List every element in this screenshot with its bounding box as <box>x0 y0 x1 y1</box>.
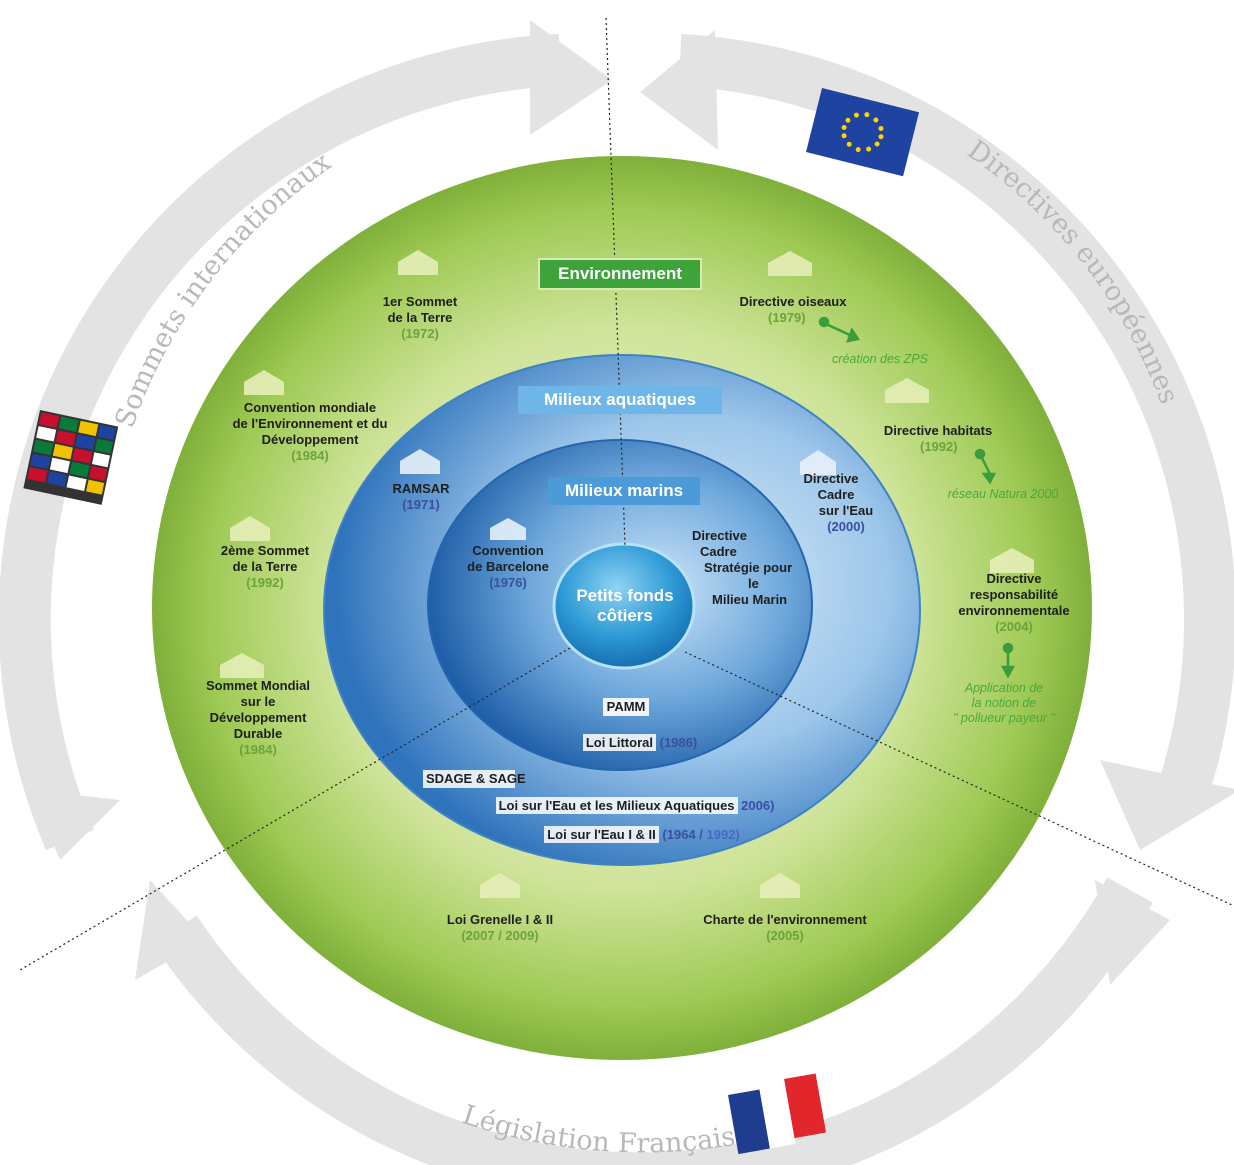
habitats-note: réseau Natura 2000 <box>947 487 1059 501</box>
marine-title: Milieux marins <box>548 477 700 505</box>
pamm-label: PAMM <box>603 698 649 716</box>
note-arrows <box>818 316 1016 679</box>
littoral-year: (1986) <box>659 735 698 750</box>
convention-world-line1: Convention mondiale <box>243 400 377 415</box>
barcelona-label: Convention de Barcelone (1976) <box>448 543 568 591</box>
summit1-year: (1972) <box>401 326 439 341</box>
barcelona-line2: de Barcelone <box>467 559 549 574</box>
ramsar-line1: RAMSAR <box>392 481 450 496</box>
environment-title: Environnement <box>538 258 702 290</box>
summit1-label: 1er Sommet de la Terre (1972) <box>360 294 480 342</box>
core-title-line1: Petits fonds <box>576 586 674 605</box>
water-framework-label: Directive Cadre sur l'Eau (2000) <box>776 471 886 535</box>
responsibility-note: Application de la notion de " pollueur p… <box>934 681 1074 726</box>
international-flags-icon <box>23 410 119 505</box>
divider-lines <box>19 17 1233 971</box>
aquatic-title: Milieux aquatiques <box>518 386 722 414</box>
convention-world-line2: de l'Environnement et du <box>232 416 388 431</box>
barcelona-year: (1976) <box>489 575 527 590</box>
world-summit-line4: Durable <box>233 726 283 741</box>
charter-line1: Charte de l'environnement <box>703 912 867 927</box>
water-law-year2: 1992) <box>706 827 740 842</box>
water-framework-line3: sur l'Eau <box>818 503 874 518</box>
core-disc <box>552 542 696 670</box>
littoral-label: Loi Littoral (1986) <box>570 734 710 751</box>
arrowheads <box>30 20 1234 985</box>
birds-label: Directive oiseaux (1979) <box>728 294 858 326</box>
summit1-line1: 1er Sommet <box>382 294 458 309</box>
responsibility-note-line3: " pollueur payeur " <box>953 711 1055 725</box>
responsibility-label: Directive responsabilité environnemental… <box>944 571 1084 635</box>
summit2-year: (1992) <box>246 575 284 590</box>
water-law-label: Loi sur l'Eau I & II (1964 / 1992) <box>527 826 757 843</box>
marine-strategy-line1: Directive <box>692 528 747 543</box>
lema-label: Loi sur l'Eau et les Milieux Aquatiques … <box>470 797 800 814</box>
summit2-line1: 2ème Sommet <box>220 543 310 558</box>
label-tabs-blue <box>400 449 836 540</box>
water-framework-line2: Cadre <box>817 487 855 502</box>
birds-line1: Directive oiseaux <box>739 294 847 309</box>
barcelona-line1: Convention <box>472 543 544 558</box>
core-title: Petits fonds côtiers <box>558 586 692 626</box>
ramsar-year: (1971) <box>402 497 440 512</box>
convention-world-line3: Développement <box>261 432 359 447</box>
responsibility-line2: responsabilité <box>969 587 1059 602</box>
marine-strategy-line4: le <box>748 576 759 591</box>
french-flag-icon <box>728 1073 827 1155</box>
core-title-line2: côtiers <box>597 606 653 625</box>
world-summit-year: (1984) <box>239 742 277 757</box>
ramsar-label: RAMSAR (1971) <box>376 481 466 513</box>
eu-flag-icon <box>806 88 920 177</box>
birds-note: création des ZPS <box>832 352 928 366</box>
label-tabs <box>220 250 1034 898</box>
marine-strategy-line5: Milieu Marin <box>712 592 788 607</box>
lema-text: Loi sur l'Eau et les Milieux Aquatiques <box>495 797 738 814</box>
water-framework-year: (2000) <box>827 519 865 534</box>
birds-year: (1979) <box>768 310 806 325</box>
habitats-year: (1992) <box>920 439 958 454</box>
lema-year: 2006) <box>741 798 775 813</box>
responsibility-note-line1: Application de <box>964 681 1044 695</box>
summit2-label: 2ème Sommet de la Terre (1992) <box>200 543 330 591</box>
gray-arrow-ring <box>0 34 1234 1165</box>
water-law-year1: (1964 / <box>662 827 703 842</box>
responsibility-line3: environnementale <box>958 603 1070 618</box>
grenelle-label: Loi Grenelle I & II (2007 / 2009) <box>430 912 570 944</box>
charter-label: Charte de l'environnement (2005) <box>680 912 890 944</box>
grenelle-line1: Loi Grenelle I & II <box>446 912 554 927</box>
marine-strategy-line2: Cadre <box>700 544 737 559</box>
water-law-text: Loi sur l'Eau I & II <box>544 826 659 843</box>
littoral-text: Loi Littoral <box>582 734 656 751</box>
summit2-line2: de la Terre <box>232 559 298 574</box>
world-summit-label: Sommet Mondial sur le Développement Dura… <box>188 678 328 758</box>
summit1-line2: de la Terre <box>387 310 453 325</box>
responsibility-year: (2004) <box>995 619 1033 634</box>
convention-world-year: (1984) <box>291 448 329 463</box>
water-framework-line1: Directive <box>803 471 859 486</box>
world-summit-line1: Sommet Mondial <box>205 678 310 693</box>
responsibility-note-line2: la notion de <box>971 696 1037 710</box>
charter-year: (2005) <box>766 928 804 943</box>
sdage-label: SDAGE & SAGE <box>423 770 526 788</box>
grenelle-year: (2007 / 2009) <box>461 928 539 943</box>
world-summit-line2: sur le <box>240 694 276 709</box>
responsibility-line1: Directive <box>986 571 1042 586</box>
habitats-line1: Directive habitats <box>883 423 993 438</box>
world-summit-line3: Développement <box>209 710 307 725</box>
marine-strategy-label: Directive Cadre Stratégie pour le Milieu… <box>680 528 810 608</box>
convention-world-label: Convention mondiale de l'Environnement e… <box>210 400 410 464</box>
habitats-label: Directive habitats (1992) <box>868 423 1008 455</box>
marine-strategy-line3: Stratégie pour <box>704 560 793 575</box>
